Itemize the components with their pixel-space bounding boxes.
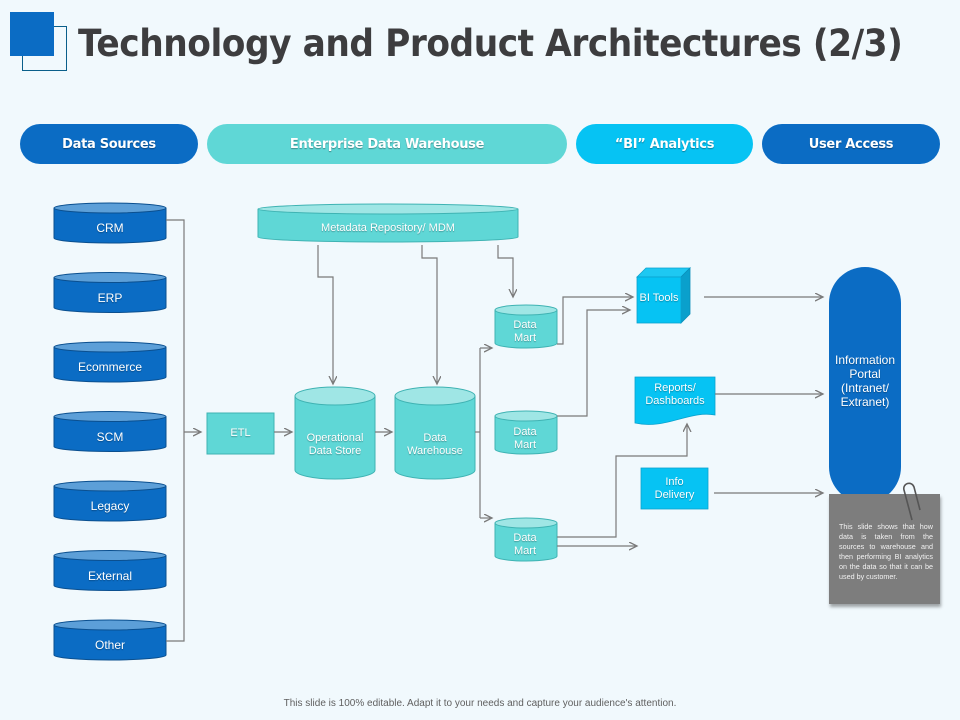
bi-tools-box <box>636 267 691 324</box>
portal-connectors <box>704 297 823 493</box>
note-text: This slide shows that how data is taken … <box>839 522 933 581</box>
source-cylinder-ecommerce <box>53 341 167 383</box>
data-source-cylinders <box>53 202 167 661</box>
category-bi-analytics: “BI” Analytics <box>576 124 753 164</box>
data-mart-3-label: Data Mart <box>513 532 537 557</box>
category-user-access: User Access <box>762 124 940 164</box>
information-portal-label: Information Portal (Intranet/ Extranet) <box>834 353 896 409</box>
metadata-repository-shape <box>257 203 519 243</box>
information-portal-shape <box>829 267 901 503</box>
data-mart-cylinder-2 <box>494 410 558 455</box>
source-cylinder-erp <box>53 272 167 313</box>
source-cylinder-crm <box>53 202 167 244</box>
source-scm: SCM <box>96 429 124 444</box>
source-legacy: Legacy <box>90 498 130 513</box>
sticky-note: This slide shows that how data is taken … <box>829 494 940 604</box>
data-mart-2-label: Data Mart <box>513 426 537 451</box>
paperclip-icon <box>902 482 921 521</box>
bi-tools-label: BI Tools <box>639 291 679 304</box>
data-mart-cylinder-1 <box>494 304 558 349</box>
ods-cylinder <box>294 386 376 480</box>
mart-connectors <box>557 297 687 546</box>
data-warehouse-label: Data Warehouse <box>407 432 463 457</box>
sources-connector <box>166 219 201 642</box>
info-delivery-label: Info Delivery <box>654 476 695 501</box>
etl-box <box>206 412 275 455</box>
data-mart-cylinder-3 <box>494 517 558 562</box>
source-crm: CRM <box>96 220 124 235</box>
data-mart-1-label: Data Mart <box>513 319 537 344</box>
ods-label: Operational Data Store <box>306 432 364 457</box>
data-mart-cylinders <box>494 304 558 562</box>
source-erp: ERP <box>97 290 123 305</box>
reports-document-shape <box>634 376 716 425</box>
source-ecommerce: Ecommerce <box>77 359 142 374</box>
source-cylinder-scm <box>53 411 167 452</box>
source-cylinder-legacy <box>53 480 167 522</box>
category-data-sources: Data Sources <box>20 124 198 164</box>
footer-caption: This slide is 100% editable. Adapt it to… <box>283 698 677 709</box>
source-other: Other <box>94 637 125 652</box>
category-enterprise-data-warehouse: Enterprise Data Warehouse <box>207 124 567 164</box>
data-warehouse-cylinder <box>394 386 476 480</box>
source-cylinder-external <box>53 550 167 591</box>
reports-dashboards-label: Reports/ Dashboards <box>645 382 705 407</box>
warehouse-flow-connectors <box>274 348 492 518</box>
info-delivery-box <box>640 467 709 510</box>
source-external: External <box>87 568 133 583</box>
metadata-repository-label: Metadata Repository/ MDM <box>321 221 455 234</box>
etl-label: ETL <box>230 427 251 439</box>
page-title: Technology and Product Architectures (2/… <box>78 22 903 65</box>
metadata-connectors <box>317 245 513 384</box>
logo-filled-square <box>10 12 54 56</box>
source-cylinder-other <box>53 619 167 661</box>
